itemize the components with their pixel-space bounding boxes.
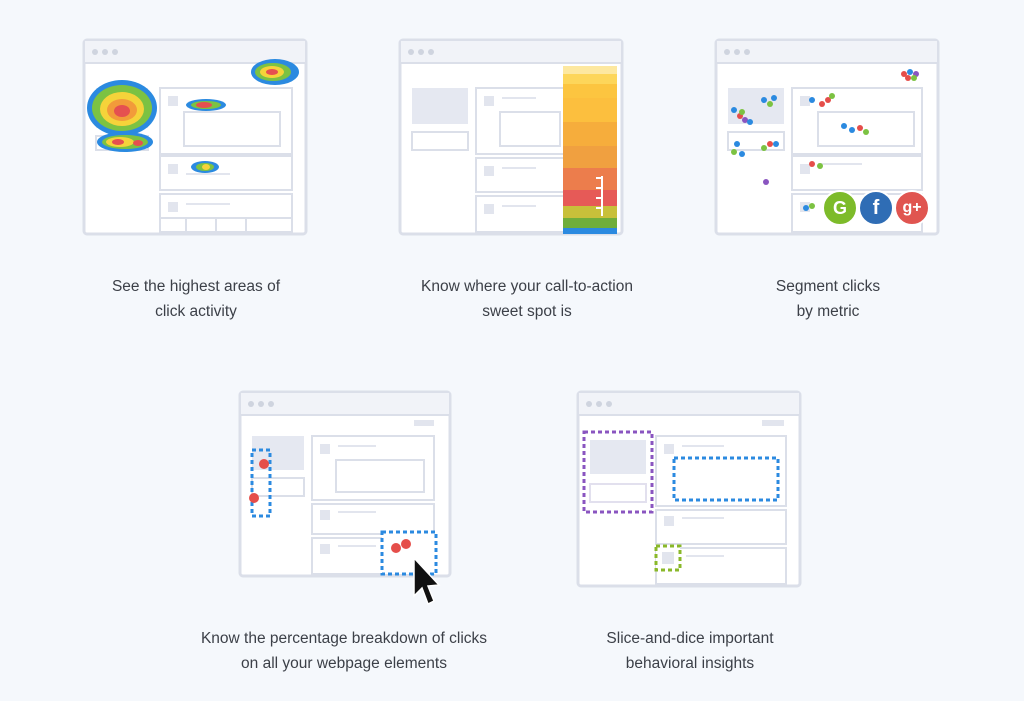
click-dots <box>731 69 919 211</box>
heat-blob-top <box>251 59 299 85</box>
heat-blob-row1 <box>186 99 226 111</box>
caption-list: Slice-and-dice important behavioral insi… <box>606 630 774 672</box>
heat-blob-row2 <box>191 161 219 173</box>
facebook-icon: f <box>858 190 894 226</box>
caption-overlay: Know the percentage breakdown of clicks … <box>200 630 488 672</box>
list-illustration <box>576 390 802 588</box>
scrollmap-illustration <box>398 38 624 236</box>
heat-blob-small <box>97 132 153 152</box>
scroll-gradient <box>563 66 617 234</box>
heat-blob-large <box>87 80 157 136</box>
overlay-illustration <box>238 390 452 606</box>
confetti-illustration <box>714 38 940 236</box>
scroll-position-marker <box>596 176 603 216</box>
cursor-icon <box>413 556 441 606</box>
google-icon: G <box>822 190 858 226</box>
heatmap-illustration <box>82 38 308 236</box>
caption-heatmap: See the highest areas of click activity <box>111 278 281 320</box>
google-plus-icon: g+ <box>894 190 930 226</box>
caption-scrollmap: Know where your call-to-action sweet spo… <box>421 278 633 320</box>
caption-confetti: Segment clicks by metric <box>775 278 881 320</box>
